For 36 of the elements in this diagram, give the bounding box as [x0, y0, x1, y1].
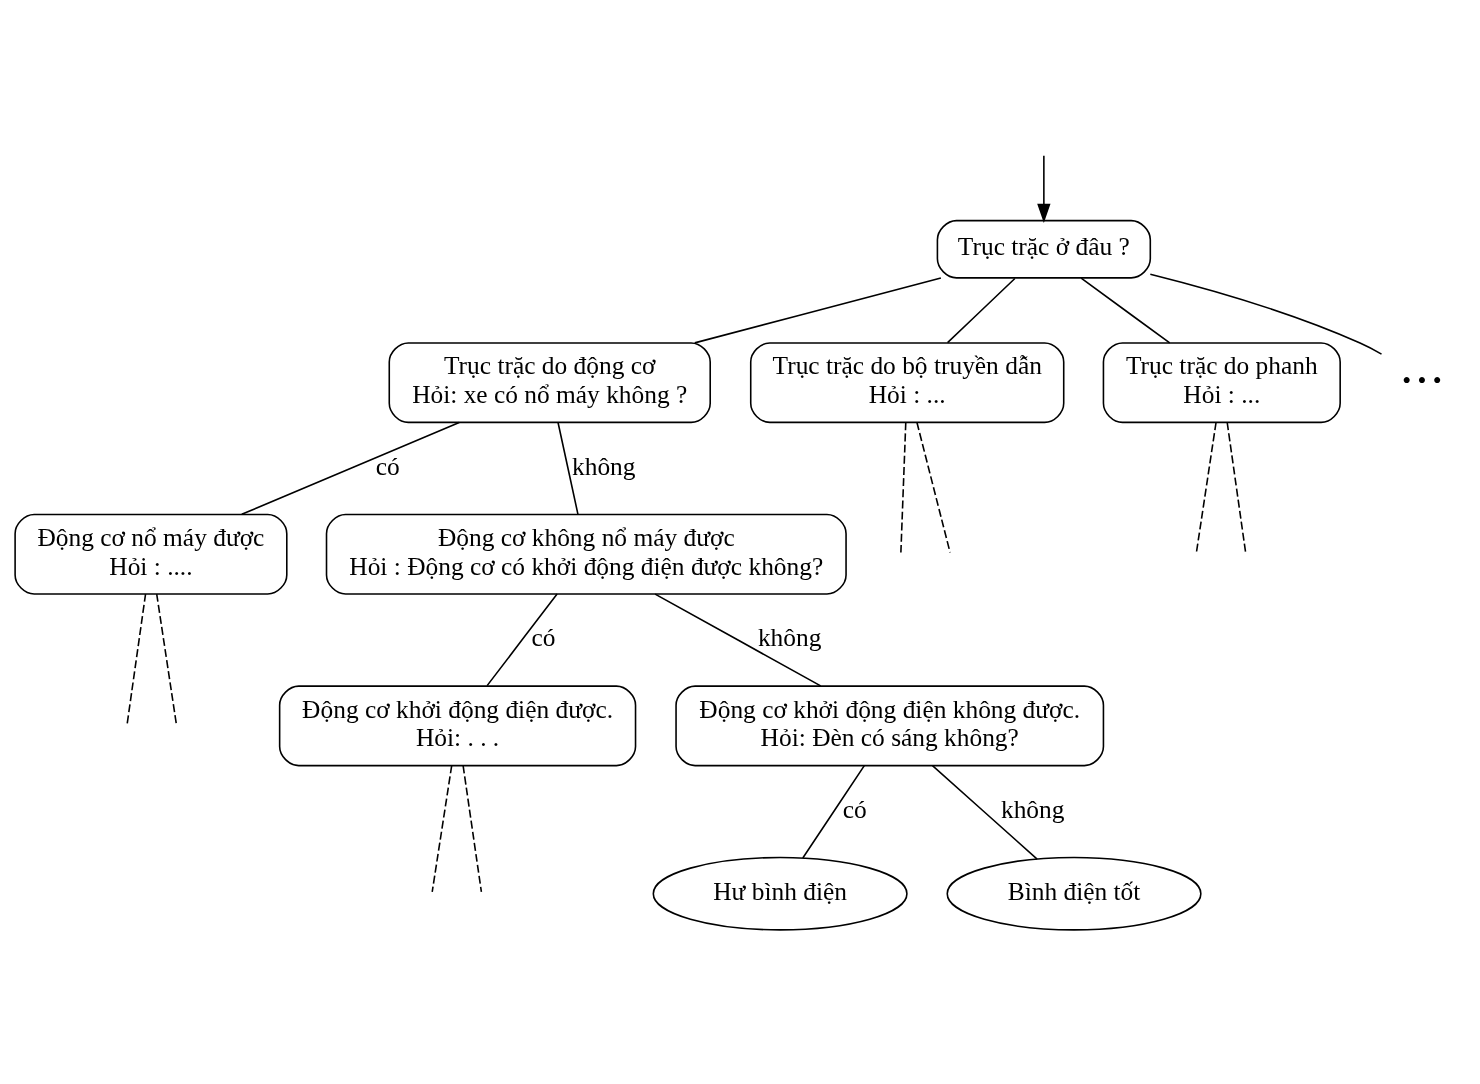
node-box: Động cơ không nổ máy được Hỏi : Động cơ có khởi động điện được không?: [325, 513, 847, 595]
connector: [1149, 273, 1383, 355]
connector: [946, 277, 1016, 344]
connector: [486, 593, 558, 687]
connector: [931, 764, 1038, 860]
arrow: [1037, 154, 1051, 223]
node-box: Trục trặc do phanh Hỏi : ...: [1102, 342, 1341, 424]
edge-label: có: [375, 451, 400, 480]
connector: [1080, 277, 1171, 344]
node-box: Động cơ khởi động điện được. Hỏi: . . .: [278, 685, 637, 767]
connector: [693, 277, 942, 344]
node-box: Trục trặc do bộ truyền dẫn Hỏi : ...: [749, 342, 1065, 424]
node-box: Trục trặc ở đâu ?: [936, 219, 1152, 279]
connector: [916, 421, 951, 554]
node-box: Trục trặc do động cơ Hỏi: xe có nổ máy không ?: [388, 342, 711, 424]
edge-label: không: [757, 623, 822, 652]
edge-label: không: [1000, 794, 1065, 823]
connector: [155, 593, 178, 725]
edge-label: không: [572, 451, 636, 480]
node-box: Động cơ nổ máy được Hỏi : ....: [14, 513, 288, 595]
connector: [654, 593, 822, 687]
connector: [557, 421, 579, 515]
connector: [1226, 421, 1247, 554]
node-ellipse: Bình điện tốt: [946, 856, 1202, 931]
connector: [900, 421, 907, 554]
connector: [802, 764, 866, 859]
edge-label: có: [531, 623, 556, 652]
connector: [1195, 421, 1217, 554]
connector: [126, 593, 147, 725]
connector: [431, 764, 453, 893]
connector: [462, 764, 483, 893]
connector: [240, 421, 461, 516]
edge-label: có: [842, 794, 867, 823]
node-ellipse: Hư bình điện: [652, 856, 908, 931]
node-text: • • •: [1402, 365, 1442, 394]
node-box: Động cơ khởi động điện không được. Hỏi: Đèn có sáng không?: [675, 685, 1105, 767]
